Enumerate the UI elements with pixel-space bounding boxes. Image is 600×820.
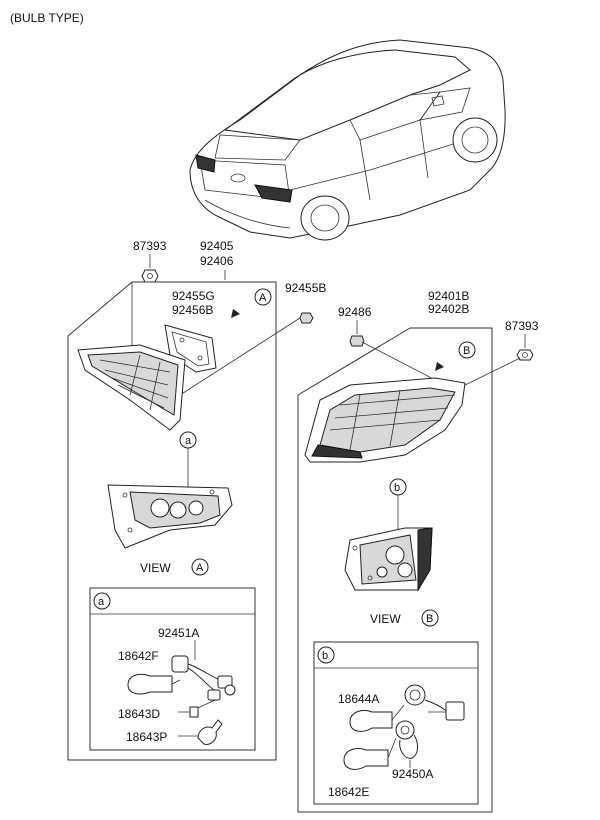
label-92401B[interactable]: 92401B: [428, 289, 469, 303]
view-b-marker[interactable]: B: [435, 341, 476, 371]
view-b-caption: VIEW: [370, 612, 401, 626]
bulb-18643P: [178, 719, 223, 745]
view-b-caption-letter: B: [426, 613, 433, 625]
detail-box-b-tag: b: [322, 650, 328, 662]
label-92450A[interactable]: 92450A: [392, 767, 433, 781]
bulb-18642E: [343, 737, 397, 770]
bulb-location-b[interactable]: b: [389, 478, 407, 496]
view-b-caption-circle: [421, 609, 439, 627]
view-a-caption-circle: [191, 558, 209, 576]
label-18643D[interactable]: 18643D: [118, 707, 160, 721]
bulb-18644A: [349, 704, 405, 732]
gasket-92455G: [164, 324, 217, 373]
label-92456B[interactable]: 92456B: [172, 303, 213, 317]
bulb-18643D: [178, 699, 216, 718]
label-92486[interactable]: 92486: [338, 305, 372, 319]
socket-harness-92451A: [171, 655, 236, 701]
label-92455B[interactable]: 92455B: [285, 281, 326, 295]
view-a-marker[interactable]: A: [231, 288, 272, 318]
lamp-back-view-a: [107, 484, 233, 549]
svg-text:b: b: [394, 482, 400, 494]
view-a-caption-letter: A: [196, 562, 204, 574]
label-18643P[interactable]: 18643P: [126, 730, 167, 744]
lamp-back-view-b: [344, 527, 433, 592]
label-92405[interactable]: 92405: [200, 239, 234, 253]
tail-lamp-inner-92405[interactable]: [77, 344, 186, 431]
car-illustration: [189, 39, 506, 241]
screw-92486: [349, 335, 365, 347]
nut-87393-left: [141, 269, 159, 283]
diagram-title: (BULB TYPE): [10, 11, 84, 25]
label-87393-right[interactable]: 87393: [505, 319, 539, 333]
label-18644A[interactable]: 18644A: [338, 692, 379, 706]
socket-harness-92450A: [395, 684, 465, 759]
detail-box-a-tag: a: [98, 596, 105, 608]
view-a-caption: VIEW: [140, 561, 171, 575]
label-92451A[interactable]: 92451A: [158, 626, 199, 640]
svg-text:B: B: [463, 345, 470, 357]
bulb-location-a[interactable]: a: [179, 431, 197, 449]
tail-lamp-outer-92401B[interactable]: [304, 377, 466, 463]
detail-box-b: b: [313, 641, 479, 805]
detail-box-a: a: [89, 587, 256, 751]
label-18642E[interactable]: 18642E: [328, 785, 369, 799]
label-92402B[interactable]: 92402B: [428, 302, 469, 316]
label-92406[interactable]: 92406: [200, 254, 234, 268]
label-87393-left[interactable]: 87393: [133, 239, 167, 253]
screw-92455B: [299, 312, 314, 324]
svg-text:A: A: [259, 292, 267, 304]
label-92455G[interactable]: 92455G: [172, 289, 215, 303]
label-18642F[interactable]: 18642F: [118, 649, 159, 663]
nut-87393-right: [516, 349, 534, 361]
svg-text:a: a: [185, 435, 192, 447]
bulb-18642F: [127, 673, 181, 695]
